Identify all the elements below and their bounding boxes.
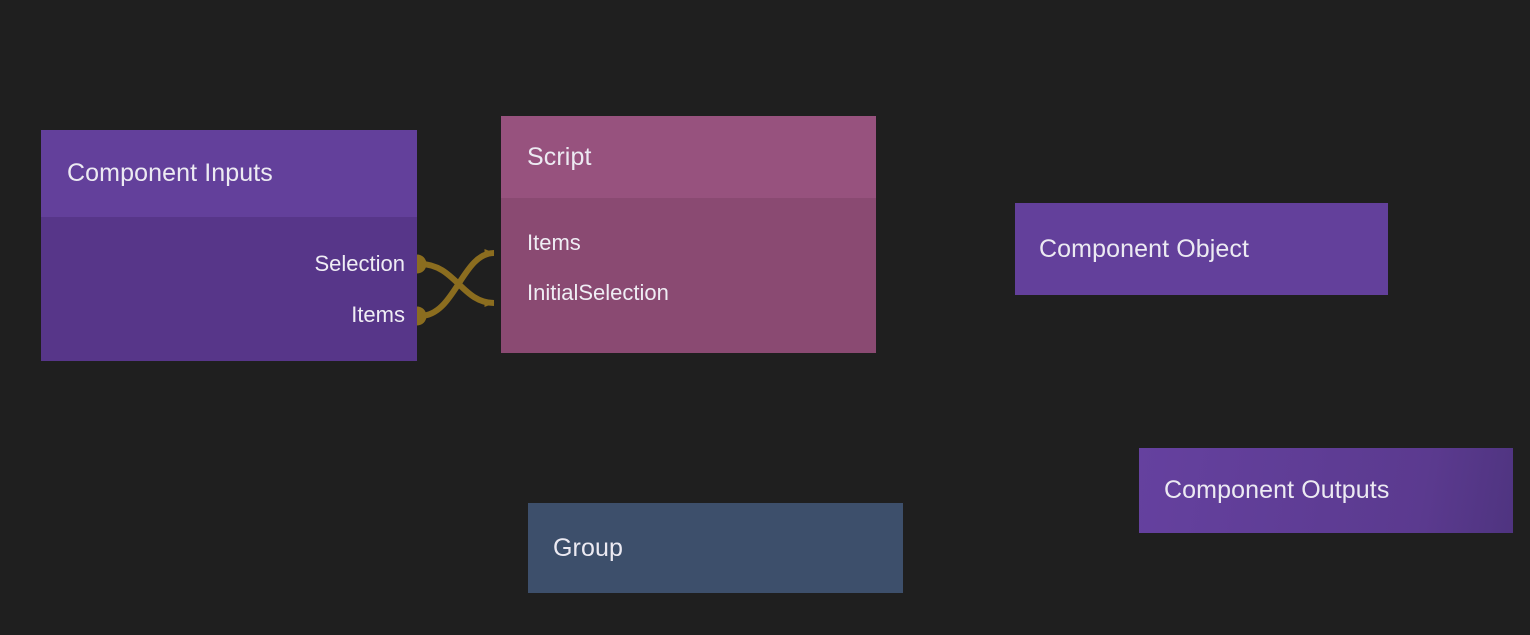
edge-selection-to-initialselection[interactable] bbox=[419, 261, 495, 307]
node-script-title: Script bbox=[527, 142, 592, 171]
node-script-body: Items InitialSelection bbox=[501, 198, 876, 306]
node-script[interactable]: Script Items InitialSelection bbox=[501, 116, 876, 353]
node-component-outputs-header[interactable]: Component Outputs bbox=[1139, 448, 1513, 533]
node-script-header[interactable]: Script bbox=[501, 116, 876, 198]
node-component-inputs[interactable]: Component Inputs Selection Items bbox=[41, 130, 417, 361]
node-component-object-header[interactable]: Component Object bbox=[1015, 203, 1388, 295]
node-component-inputs-title: Component Inputs bbox=[67, 159, 273, 187]
node-component-inputs-header[interactable]: Component Inputs bbox=[41, 130, 417, 217]
port-row-items[interactable]: Items bbox=[41, 302, 417, 328]
port-label-selection: Selection bbox=[314, 251, 405, 276]
node-group-header[interactable]: Group bbox=[528, 503, 903, 593]
node-group[interactable]: Group bbox=[528, 503, 903, 593]
port-label-script-items: Items bbox=[527, 230, 581, 255]
node-component-outputs-title: Component Outputs bbox=[1164, 476, 1390, 504]
port-label-items: Items bbox=[351, 302, 405, 327]
port-row-selection[interactable]: Selection bbox=[41, 251, 417, 277]
node-component-object-title: Component Object bbox=[1039, 234, 1250, 263]
node-component-object[interactable]: Component Object bbox=[1015, 203, 1388, 295]
node-group-title: Group bbox=[553, 533, 623, 562]
edge-items-to-items[interactable] bbox=[419, 249, 495, 319]
port-row-script-items[interactable]: Items bbox=[501, 230, 876, 256]
node-component-inputs-body: Selection Items bbox=[41, 217, 417, 328]
port-row-script-initialselection[interactable]: InitialSelection bbox=[501, 280, 876, 306]
node-component-outputs[interactable]: Component Outputs bbox=[1139, 448, 1513, 533]
port-label-script-initialselection: InitialSelection bbox=[527, 280, 669, 305]
